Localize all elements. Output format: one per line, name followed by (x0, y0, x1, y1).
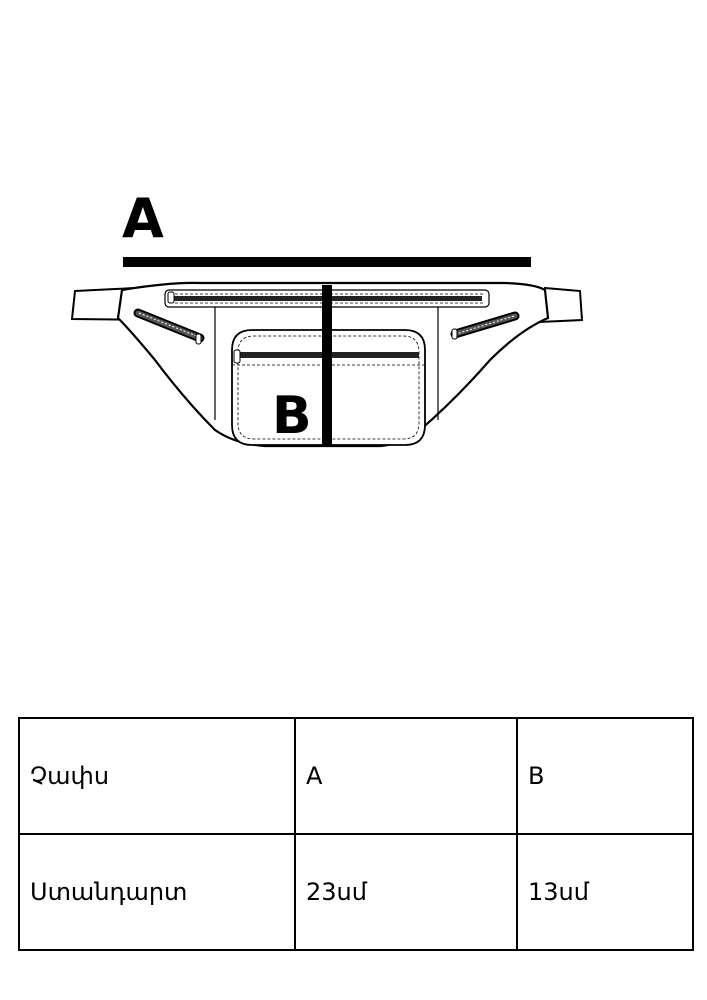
header-b: B (516, 717, 694, 835)
label-b: B (272, 386, 312, 446)
measurement-line-b (322, 285, 332, 446)
table-header-row: Չափս A B (18, 717, 694, 835)
size-table: Չափս A B Ստանդարտ 23սմ 13սմ (18, 717, 694, 951)
cell-b-value: 13սմ (516, 833, 694, 951)
bag-measurement-diagram: A B (70, 187, 584, 448)
right-side-zipper (450, 311, 520, 340)
cell-a-value: 23սմ (294, 833, 518, 951)
label-a: A (122, 187, 164, 250)
table-row: Ստանդարտ 23սմ 13սմ (18, 833, 694, 951)
cell-size-name: Ստանդարտ (18, 833, 296, 951)
top-zipper-pull (167, 291, 175, 304)
front-pocket-zipper-pull (233, 349, 241, 364)
left-side-zipper (133, 308, 205, 345)
header-a: A (294, 717, 518, 835)
header-size: Չափս (18, 717, 296, 835)
measurement-line-a (123, 257, 531, 267)
